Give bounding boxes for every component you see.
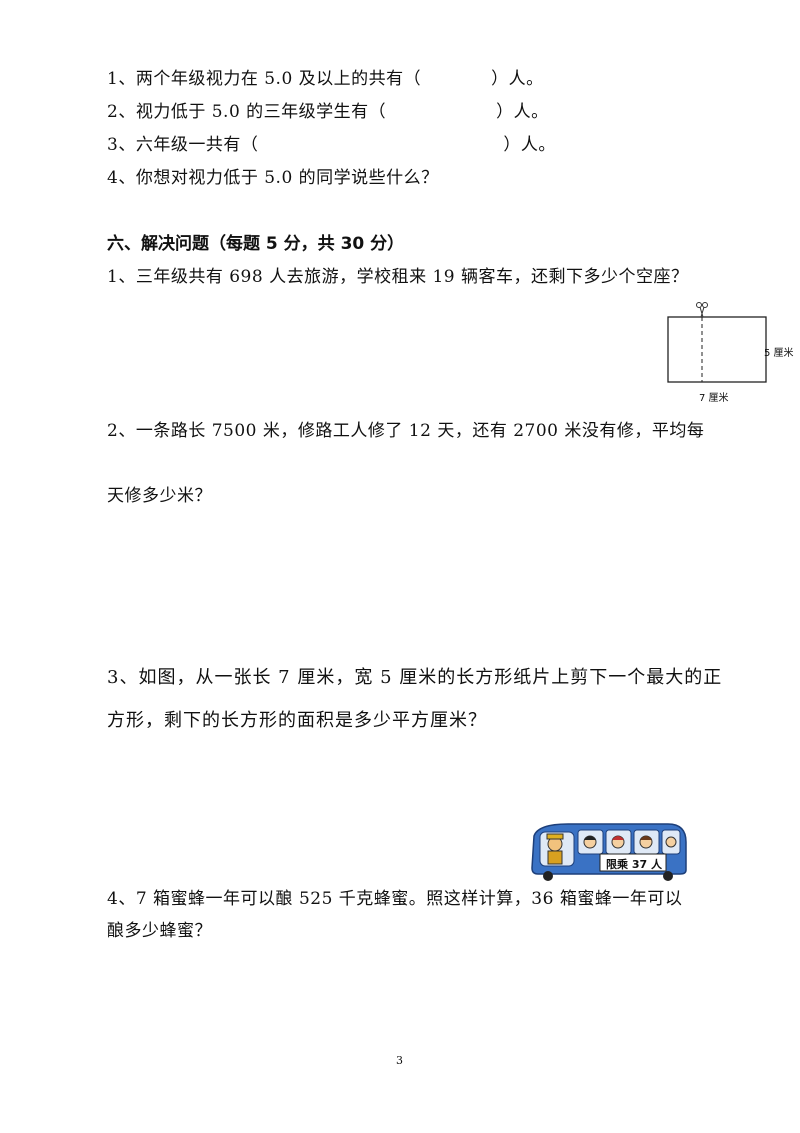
page-number: 3 [396,1054,403,1067]
question-6-1: 1、三年级共有 698 人去旅游，学校租来 19 辆客车，还剩下多少个空座？ [107,267,689,287]
bus-sign: 限乘 37 人 [606,858,662,871]
scissors-icon [696,302,708,318]
question-suffix: ）人。 [496,102,549,122]
height-label: 5 厘米 [764,348,794,359]
rectangle-figure: 5 厘米 7 厘米 [667,300,797,405]
width-label: 7 厘米 [699,393,729,404]
question-6-4-line1: 4、7 箱蜜蜂一年可以酿 525 千克蜂蜜。照这样计算，36 箱蜜蜂一年可以 [107,889,683,909]
question-5-2: 2、视力低于 5.0 的三年级学生有（ ）人。 [107,97,549,122]
question-6-3-line1: 3、如图，从一张长 7 厘米，宽 5 厘米的长方形纸片上剪下一个最大的正 [107,667,723,688]
question-6-2-line1: 2、一条路长 7500 米，修路工人修了 12 天，还有 2700 米没有修，平… [107,421,705,441]
question-text: 1、两个年级视力在 5.0 及以上的共有（ [107,69,422,89]
question-suffix: ）人。 [503,135,556,155]
question-6-4-line2: 酿多少蜂蜜？ [107,921,212,941]
question-5-3: 3、六年级一共有（ ）人。 [107,130,556,155]
question-text: 2、视力低于 5.0 的三年级学生有（ [107,102,387,122]
question-5-4: 4、你想对视力低于 5.0 的同学说些什么？ [107,168,439,188]
bus-illustration: 限乘 37 人 [528,822,693,882]
section-title: 六、解决问题（每题 5 分，共 30 分） [107,234,405,254]
question-5-1: 1、两个年级视力在 5.0 及以上的共有（ ）人。 [107,64,544,89]
paper-rectangle [667,316,767,383]
rectangle-diagram [667,302,767,383]
question-suffix: ）人。 [491,69,544,89]
question-text: 3、六年级一共有（ [107,135,259,155]
question-6-2-line2: 天修多少米？ [107,486,212,506]
bus-icon [531,823,687,881]
question-6-3-line2: 方形，剩下的长方形的面积是多少平方厘米？ [107,710,487,731]
